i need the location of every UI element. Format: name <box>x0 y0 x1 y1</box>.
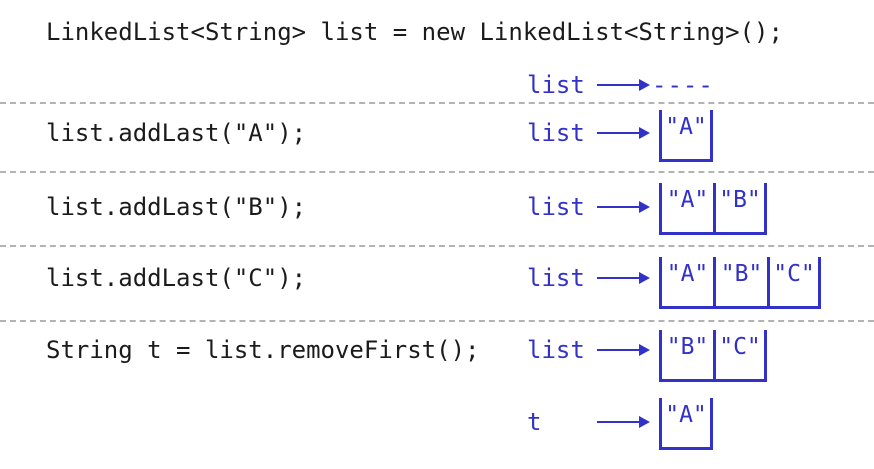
row-separator <box>0 102 874 104</box>
variable-label-list: list <box>527 264 585 292</box>
variable-label-list: list <box>527 193 585 221</box>
cell-value: "A" <box>666 187 709 213</box>
cell-value: "B" <box>719 187 761 213</box>
arrow-right-icon <box>597 127 650 139</box>
cell-value: "C" <box>719 334 761 360</box>
list-cell: "A" <box>659 257 713 309</box>
arrow-right-icon <box>597 79 650 91</box>
cell-value: "B" <box>666 334 709 360</box>
row-separator <box>0 245 874 247</box>
list-cell: "B" <box>713 183 767 235</box>
list-cells: "A" <box>659 398 713 450</box>
code-line-addlast-a: list.addLast("A"); <box>46 119 307 147</box>
code-line-addlast-c: list.addLast("C"); <box>46 264 307 292</box>
row-separator <box>0 171 874 173</box>
cell-value: "C" <box>773 261 815 287</box>
cell-value: "A" <box>665 402 707 428</box>
variable-label-list: list <box>527 71 585 99</box>
list-cells: "A" "B" "C" <box>659 257 821 309</box>
list-cell: "A" <box>659 183 713 235</box>
cell-value: "B" <box>720 261 763 287</box>
arrow-right-icon <box>597 201 650 213</box>
code-line-addlast-b: list.addLast("B"); <box>46 193 307 221</box>
cell-value: "A" <box>666 261 709 287</box>
code-line-removefirst: String t = list.removeFirst(); <box>46 336 480 364</box>
arrow-right-icon <box>597 344 650 356</box>
list-cells: "A" <box>659 110 713 162</box>
row-separator <box>0 320 874 322</box>
cell-value: "A" <box>665 114 707 140</box>
arrow-right-icon <box>597 272 650 284</box>
list-cell: "B" <box>659 330 713 382</box>
variable-label-t: t <box>527 408 542 436</box>
list-cells: "A" "B" <box>659 183 767 235</box>
list-cell: "A" <box>659 398 713 450</box>
list-cell: "C" <box>713 330 767 382</box>
code-line-declaration: LinkedList<String> list = new LinkedList… <box>46 18 783 46</box>
arrow-right-icon <box>597 416 650 428</box>
list-cell: "A" <box>659 110 713 162</box>
empty-list-marker: ---- <box>652 71 714 99</box>
list-cell: "B" <box>713 257 767 309</box>
list-cell: "C" <box>767 257 821 309</box>
variable-label-list: list <box>527 119 585 147</box>
variable-label-list: list <box>527 336 585 364</box>
list-cells: "B" "C" <box>659 330 767 382</box>
